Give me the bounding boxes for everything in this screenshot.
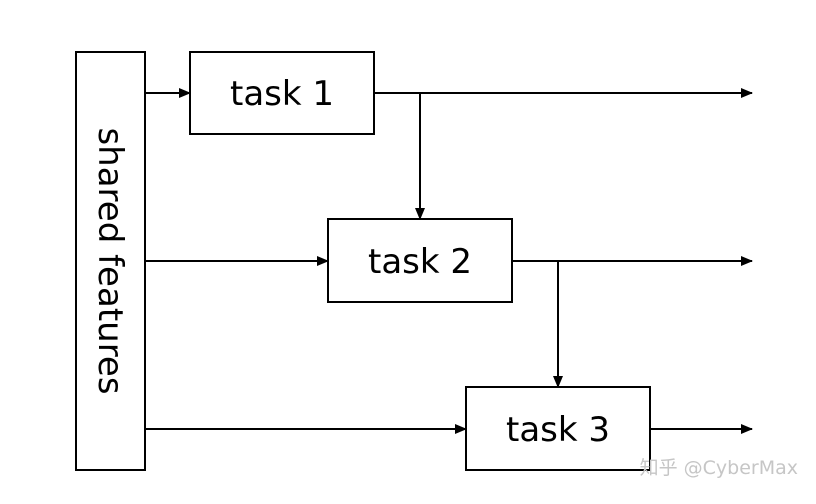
watermark-text: 知乎 @CyberMax: [640, 457, 798, 479]
shared-features-label: shared features: [90, 127, 130, 394]
task-3-label: task 3: [506, 410, 610, 450]
shared-features-box: [75, 51, 146, 471]
task-1-label: task 1: [230, 74, 334, 114]
task-1-box: [189, 51, 375, 135]
task-2-label: task 2: [368, 242, 472, 282]
